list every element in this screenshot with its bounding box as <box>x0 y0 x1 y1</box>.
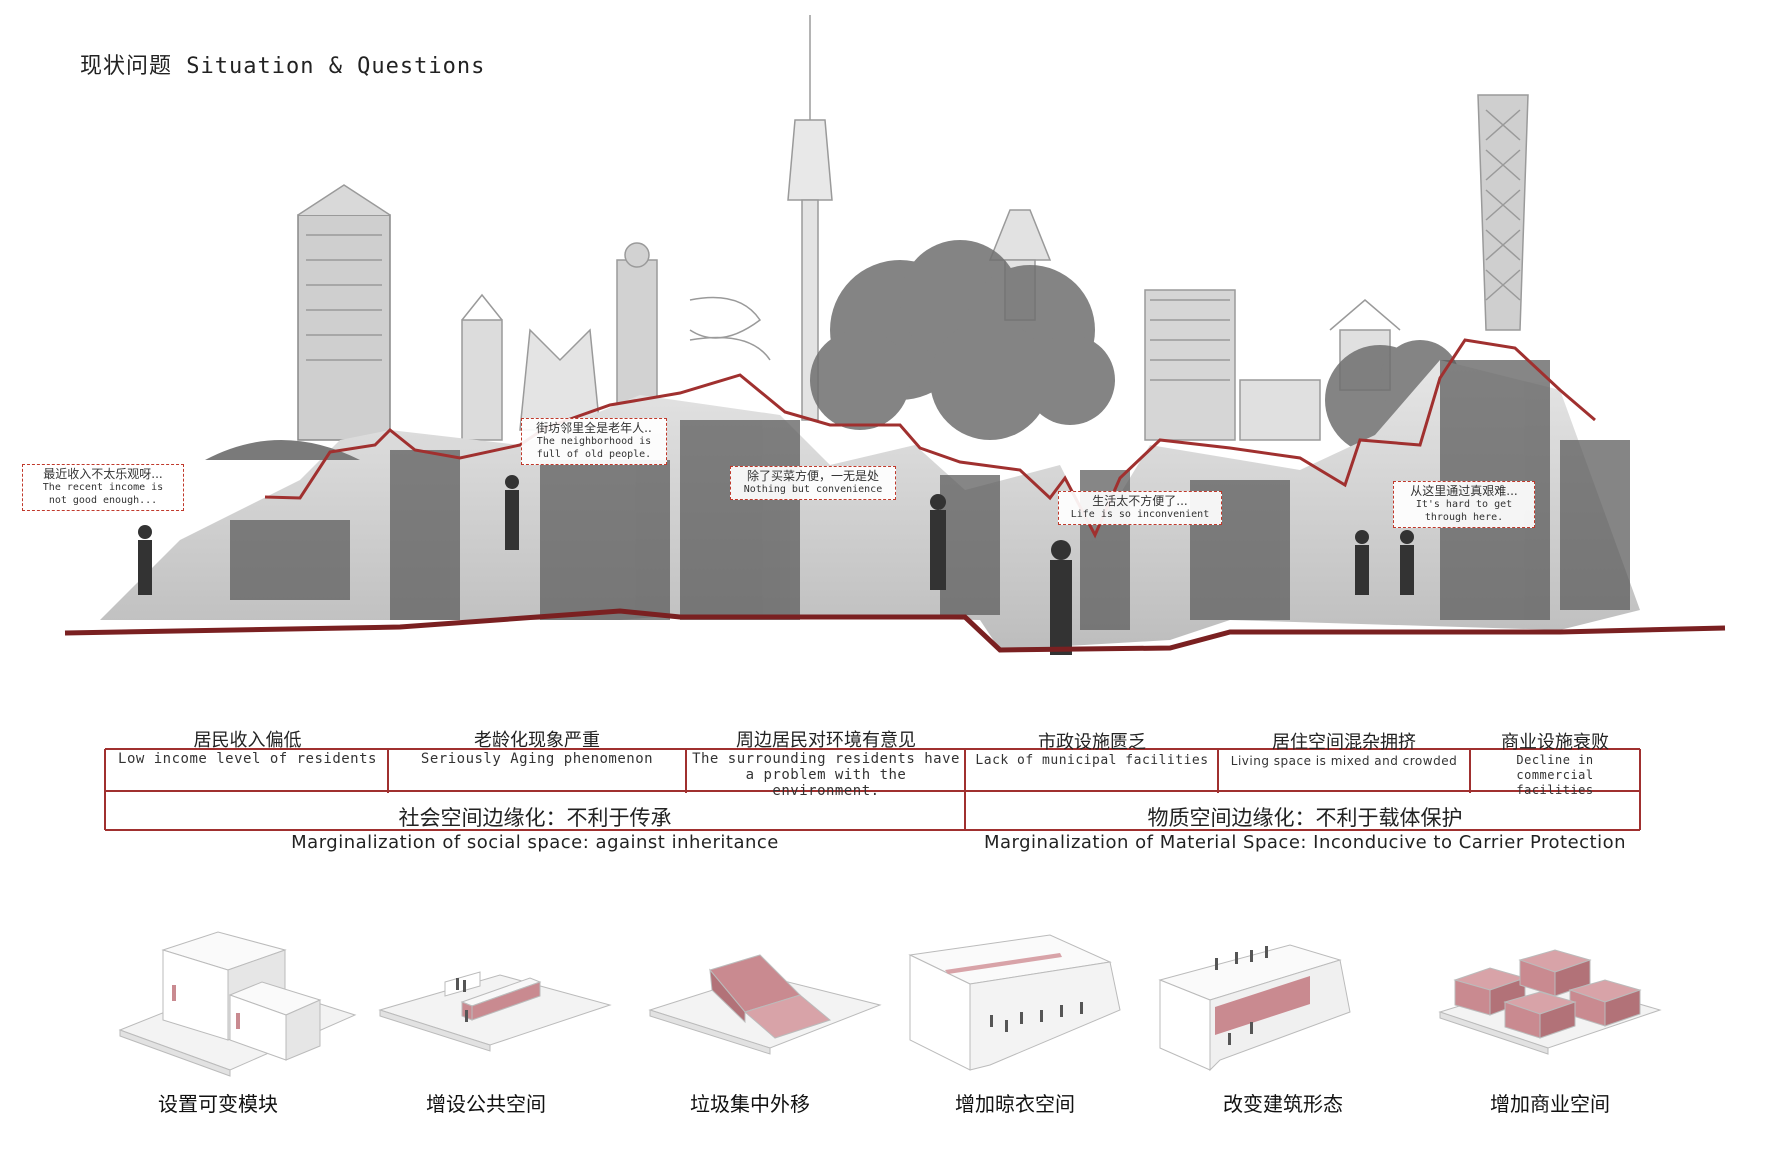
bubble-text-en: The neighborhood is <box>536 436 652 447</box>
bubble-text-en: full of old people. <box>536 449 652 460</box>
issue-title-zh: 周边居民对环境有意见 <box>736 730 916 751</box>
issue-title-en: Decline in commercial facilities <box>1516 753 1594 797</box>
strategy-label-drying-space: 增加晾衣空间 <box>955 1092 1075 1116</box>
commercial-space-icon <box>1438 949 1662 1055</box>
strategy-icons <box>118 931 1662 1077</box>
speech-bubble-inconvenient: 生活太不方便了... Life is so inconvenient <box>1058 491 1222 525</box>
street-collage <box>64 15 1726 655</box>
issue-title-zh: 商业设施衰败 <box>1501 732 1609 753</box>
issue-brackets <box>104 748 1641 831</box>
speech-bubble-crowded: 从这里通过真艰难... It's hard to get through her… <box>1393 481 1535 528</box>
group-material-space: 物质空间边缘化：不利于载体保护 Marginalization of Mater… <box>965 805 1645 855</box>
bubble-text-en: not good enough... <box>48 495 158 506</box>
group-title-en: Marginalization of social space: against… <box>291 832 779 853</box>
pedestrians <box>138 475 1414 655</box>
issue-environment: 周边居民对环境有意见 The surrounding residents hav… <box>690 730 962 800</box>
issue-crowded: 居住空间混杂拥挤 Living space is mixed and crowd… <box>1221 733 1467 769</box>
group-title-en: Marginalization of Material Space: Incon… <box>983 832 1627 853</box>
speech-bubble-income: 最近收入不太乐观呀... The recent income is not go… <box>22 464 184 511</box>
strategy-label-variable-module: 设置可变模块 <box>158 1092 278 1116</box>
speech-bubble-convenience: 除了买菜方便，一无是处 Nothing but convenience <box>730 466 896 500</box>
issue-title-zh: 居民收入偏低 <box>193 730 302 751</box>
issue-low-income: 居民收入偏低 Low income level of residents <box>110 730 385 768</box>
bubble-text-zh: 最近收入不太乐观呀... <box>43 467 163 481</box>
group-social-space: 社会空间边缘化：不利于传承 Marginalization of social … <box>105 805 965 855</box>
issue-title-zh: 市政设施匮乏 <box>1038 732 1146 753</box>
bubble-text-en: It's hard to get <box>1415 499 1513 510</box>
speech-bubble-aging: 街坊邻里全是老年人.. The neighborhood is full of … <box>521 418 667 465</box>
issue-municipal: 市政设施匮乏 Lack of municipal facilities <box>969 733 1215 769</box>
strategy-label-garbage: 垃圾集中外移 <box>690 1092 810 1116</box>
garbage-relocation-icon <box>648 954 882 1055</box>
group-title-zh: 物质空间边缘化：不利于载体保护 <box>1147 806 1463 830</box>
strategy-label-commercial: 增加商业空间 <box>1490 1092 1610 1116</box>
strategy-label-building-form: 改变建筑形态 <box>1223 1092 1343 1116</box>
issue-title-zh: 居住空间混杂拥挤 <box>1272 732 1416 753</box>
issue-title-en: Living space is mixed and crowded <box>1230 754 1458 768</box>
page-title: 现状问题 Situation & Questions <box>80 54 486 79</box>
bubble-text-zh: 生活太不方便了... <box>1092 494 1188 508</box>
public-space-icon <box>378 971 612 1052</box>
strategy-label-public-space: 增设公共空间 <box>426 1092 546 1116</box>
variable-module-icon <box>118 931 357 1077</box>
roofline <box>264 338 1596 539</box>
issue-commercial: 商业设施衰败 Decline in commercial facilities <box>1474 733 1636 798</box>
group-title-zh: 社会空间边缘化：不利于传承 <box>398 806 672 830</box>
drying-space-icon <box>908 934 1121 1071</box>
bubble-text-en: The recent income is <box>42 482 164 493</box>
groundline <box>64 608 1726 653</box>
bubble-text-zh: 街坊邻里全是老年人.. <box>536 421 652 435</box>
issue-title-en: Low income level of residents <box>118 751 377 767</box>
bubble-text-en: Nothing but convenience <box>743 484 883 495</box>
bubble-text-zh: 除了买菜方便，一无是处 <box>746 469 879 483</box>
issue-aging: 老龄化现象严重 Seriously Aging phenomenon <box>392 730 682 768</box>
bubble-text-en: Life is so inconvenient <box>1070 509 1210 520</box>
issue-title-en: Lack of municipal facilities <box>975 753 1209 768</box>
bubble-text-en: through here. <box>1424 512 1504 523</box>
bubble-text-zh: 从这里通过真艰难... <box>1410 484 1518 498</box>
issue-title-zh: 老龄化现象严重 <box>474 730 600 751</box>
issue-title-en: The surrounding residents have a problem… <box>692 751 960 799</box>
issue-title-en: Seriously Aging phenomenon <box>420 751 654 767</box>
building-form-icon <box>1158 944 1351 1072</box>
